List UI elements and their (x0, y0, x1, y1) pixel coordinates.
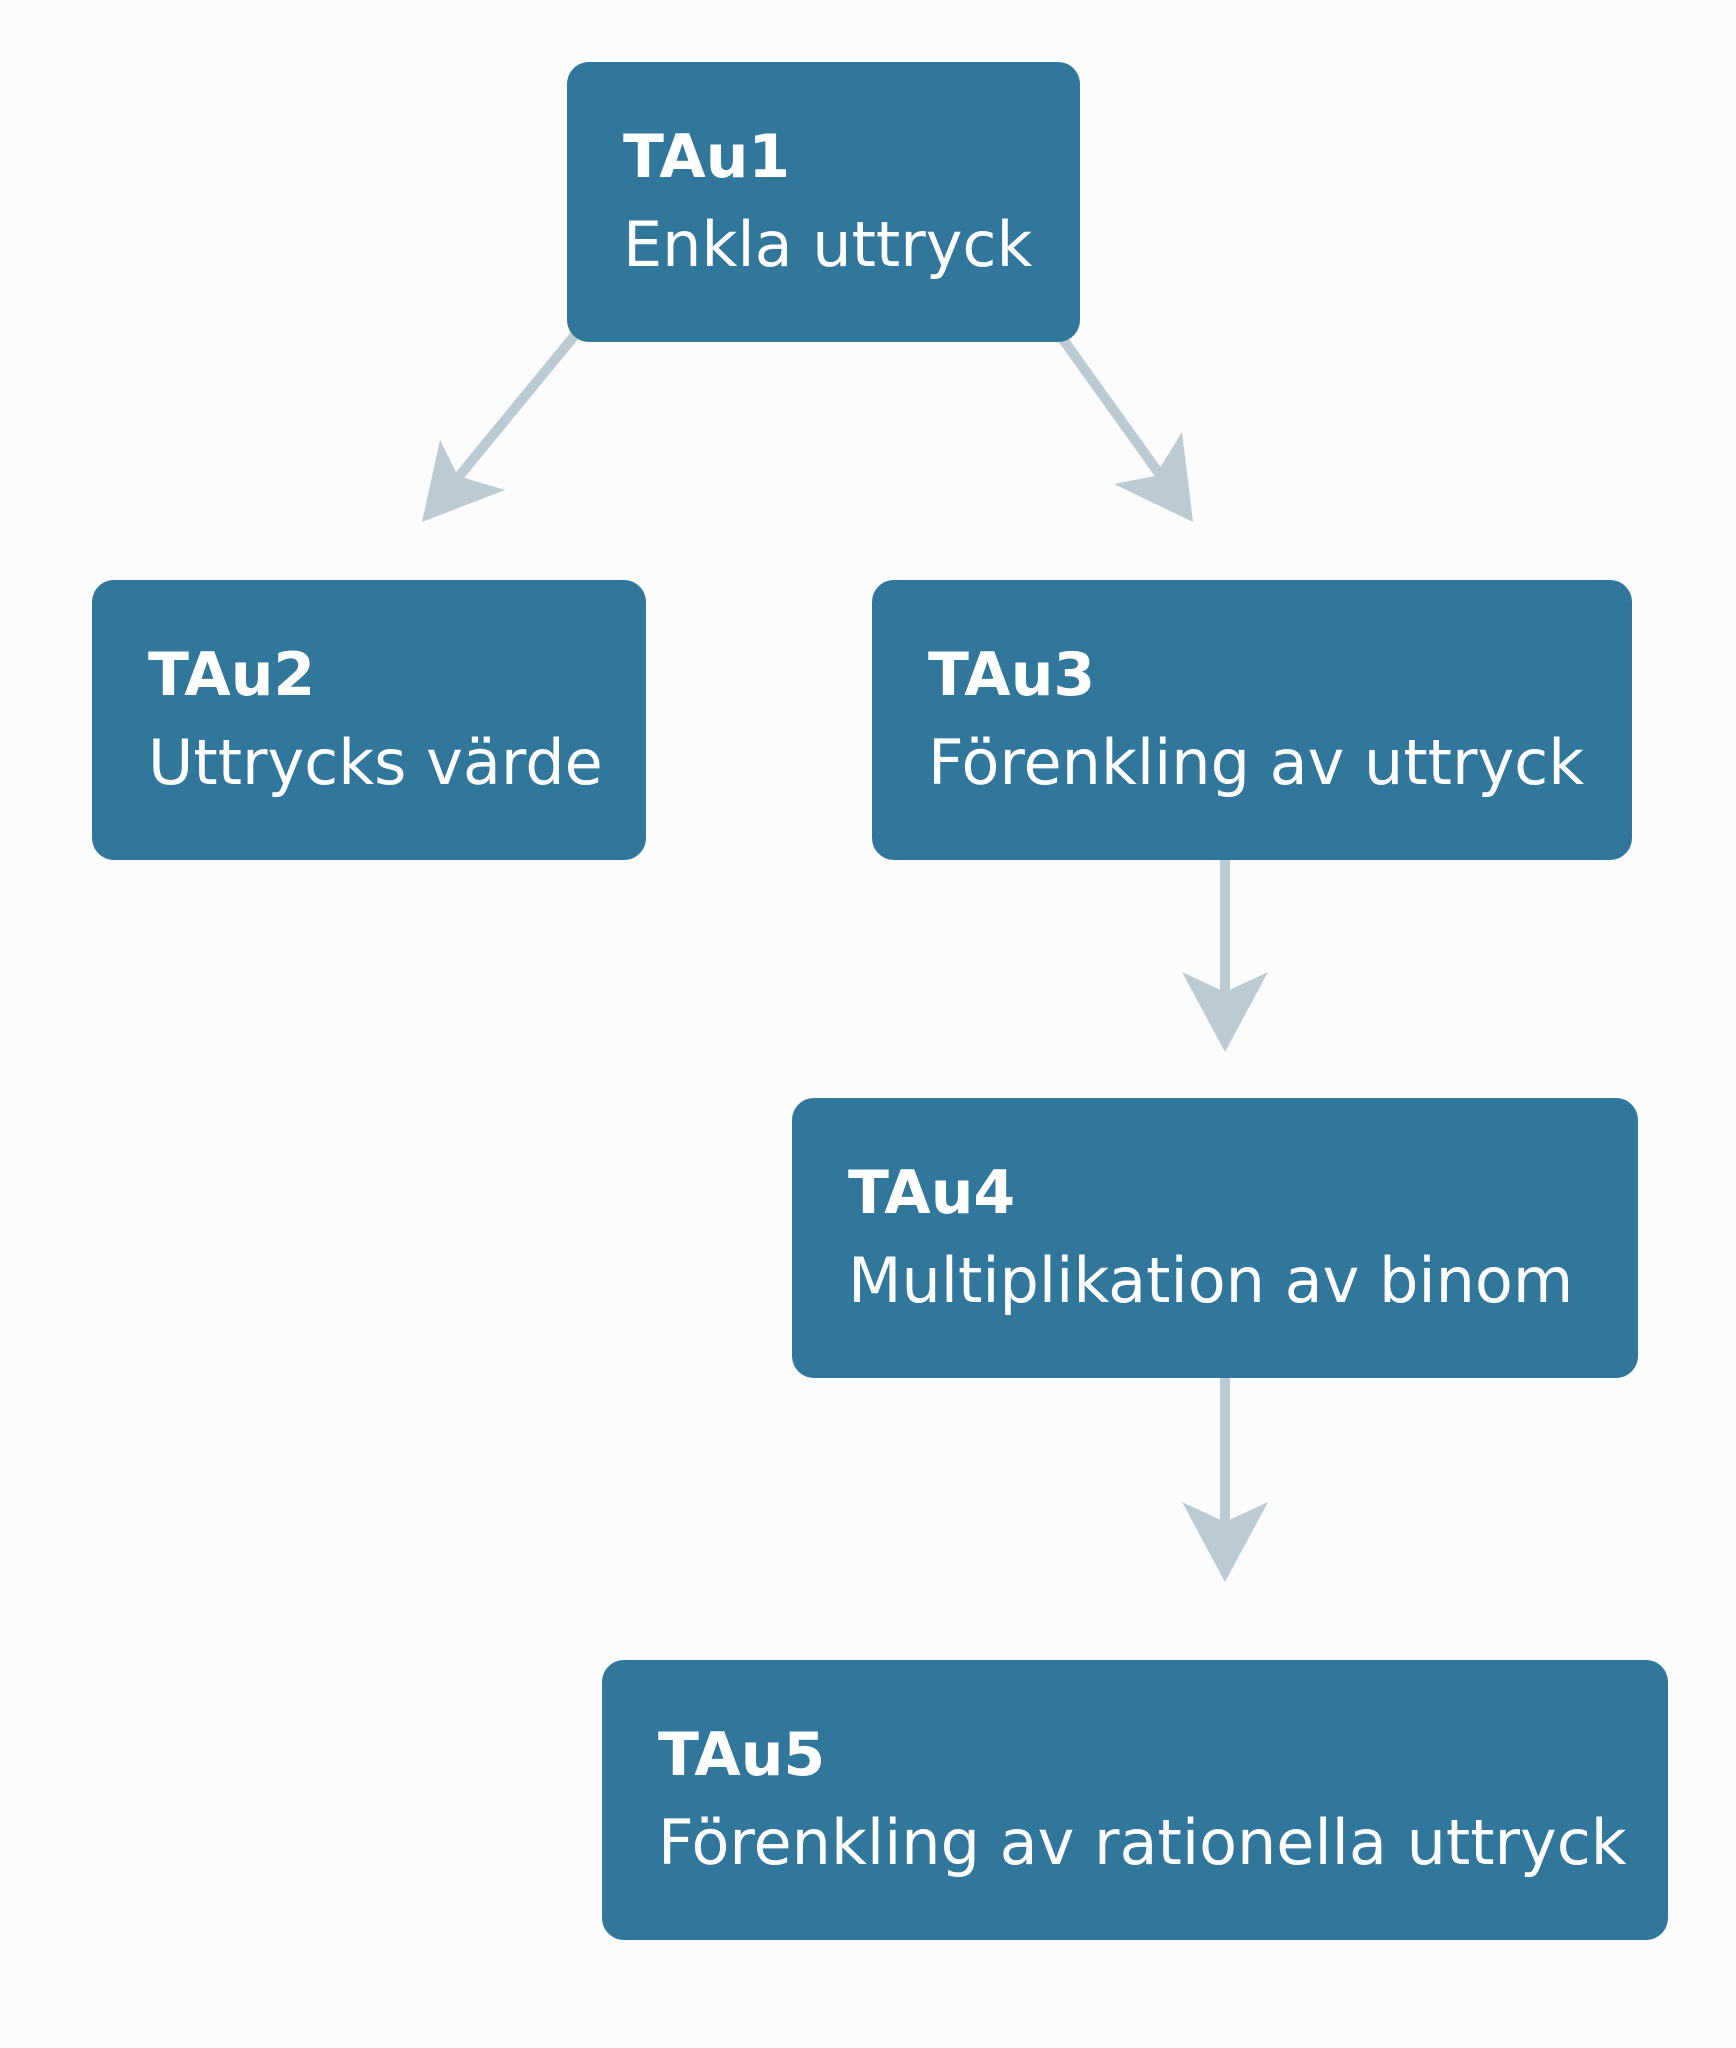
node-tau1: TAu1 Enkla uttryck (567, 62, 1080, 342)
edge-tau1-tau3 (1057, 333, 1193, 522)
node-title: Enkla uttryck (623, 208, 1033, 281)
node-title: Multiplikation av binom (848, 1244, 1574, 1317)
node-code: TAu1 (623, 122, 791, 192)
node-tau4: TAu4 Multiplikation av binom (792, 1098, 1638, 1378)
node-code: TAu3 (928, 640, 1096, 710)
node-tau3: TAu3 Förenkling av uttryck (872, 580, 1632, 860)
node-title: Uttrycks värde (148, 726, 603, 799)
node-code: TAu4 (848, 1158, 1016, 1228)
node-title: Förenkling av uttryck (928, 726, 1585, 799)
edge-tau4-tau5 (1182, 1373, 1268, 1582)
node-tau5: TAu5 Förenkling av rationella uttryck (602, 1660, 1668, 1940)
node-tau2: TAu2 Uttrycks värde (92, 580, 646, 860)
edge-tau3-tau4 (1182, 855, 1268, 1052)
edge-tau1-tau2 (422, 330, 580, 522)
node-code: TAu2 (148, 640, 316, 710)
node-title: Förenkling av rationella uttryck (658, 1806, 1627, 1879)
node-code: TAu5 (658, 1720, 826, 1790)
